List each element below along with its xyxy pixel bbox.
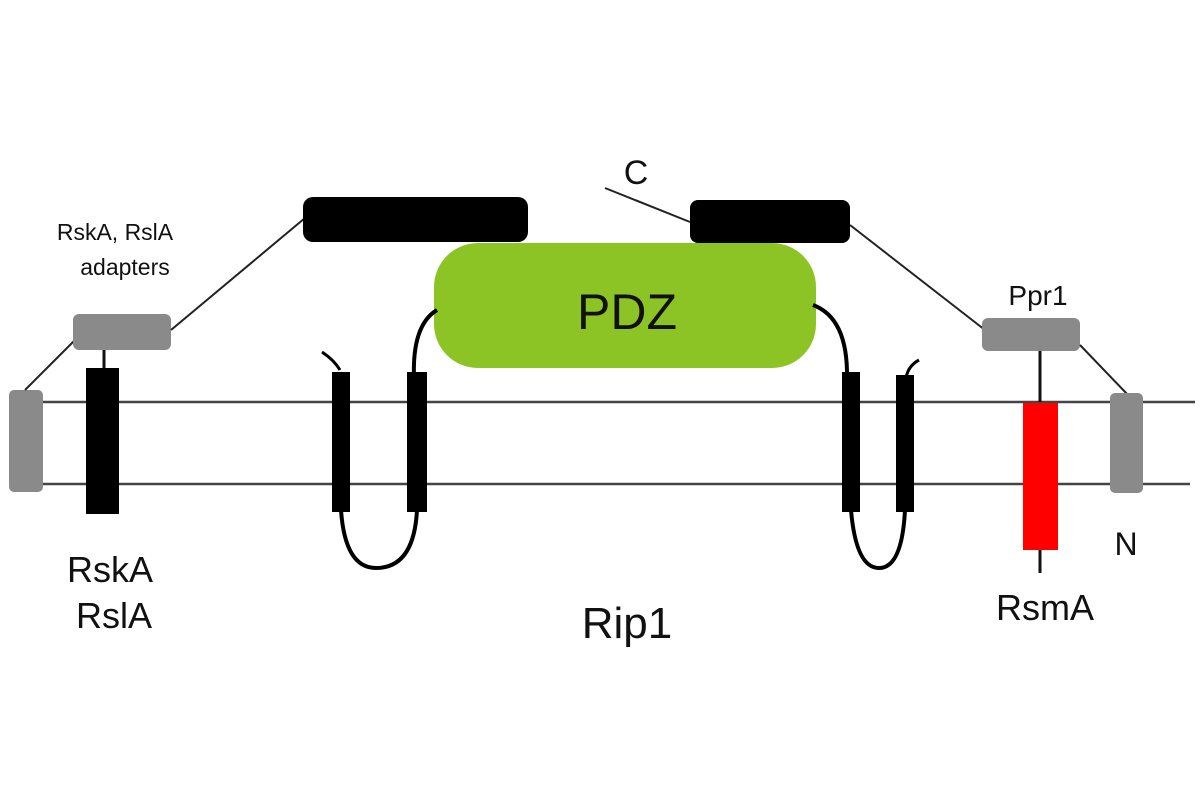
left-adapter-link: [24, 339, 76, 391]
ppr1-label: Ppr1: [1008, 280, 1067, 311]
rip1-black-bar-right: [690, 200, 850, 243]
rsma-transmembrane-helix: [1023, 403, 1058, 550]
rska-transmembrane-helix: [86, 368, 119, 514]
helix-tail-left: [321, 350, 342, 371]
left-gray-domain: [9, 390, 43, 492]
c-terminus-link: [604, 187, 691, 223]
rip1-black-bar-left: [303, 197, 528, 242]
pdz-domain: [434, 243, 816, 368]
rip1-helix-2: [407, 372, 427, 512]
rip1-helix-3: [842, 372, 860, 512]
c-terminus-label: C: [624, 154, 649, 192]
rip1-helix-4: [896, 375, 914, 512]
rip1-label: Rip1: [582, 599, 673, 648]
right-gray-domain: [1110, 393, 1143, 493]
pdz-right-loop: [812, 303, 850, 379]
rsma-label: RsmA: [996, 587, 1094, 628]
rip1-cytoplasmic-loop-left: [339, 509, 419, 571]
adapters-label-line2: adapters: [80, 254, 170, 280]
adapter-box: [73, 314, 171, 350]
rip1-helix-1: [332, 372, 350, 512]
adapters-label-line1: RskA, RslA: [57, 219, 174, 245]
rska-label: RskA: [67, 549, 153, 590]
helix-tail-right: [904, 358, 920, 379]
n-terminus-label: N: [1114, 526, 1137, 562]
right-bar-to-ppr1-link: [849, 224, 986, 331]
ppr1-to-n-link: [1079, 344, 1129, 396]
adapter-to-helix-link: [170, 217, 306, 331]
pdz-label: PDZ: [577, 284, 677, 340]
ppr1-box: [982, 318, 1080, 351]
pdz-left-loop: [411, 308, 439, 379]
rip1-cytoplasmic-loop-right: [849, 509, 907, 571]
rsla-label: RslA: [76, 595, 152, 636]
